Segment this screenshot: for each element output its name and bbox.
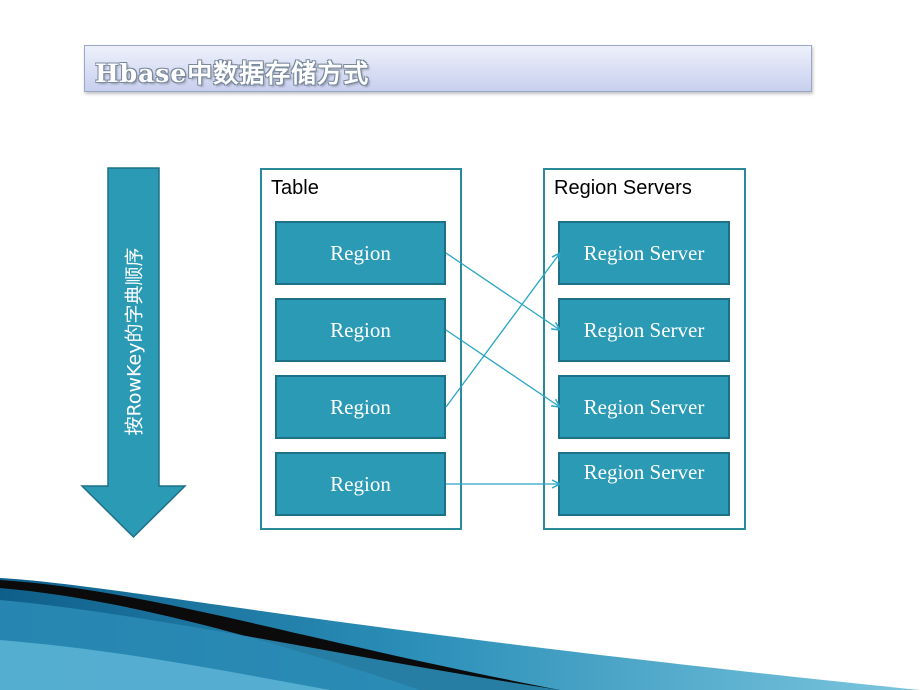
region-server-label: Region Server — [583, 460, 705, 484]
page-title: Hbase中数据存储方式 — [95, 59, 370, 88]
region-server-label: Region Server — [583, 240, 705, 265]
title-bar: Hbase中数据存储方式 — [84, 45, 812, 92]
connector-arrow — [445, 253, 560, 408]
region-box: Region — [275, 298, 446, 362]
table-label: Table — [271, 177, 319, 199]
region-label: Region — [330, 394, 391, 419]
connector-arrow — [445, 329, 560, 407]
region-server-box: Region Server — [558, 375, 730, 439]
region-server-box: Region Server — [558, 452, 730, 516]
region-box: Region — [275, 375, 446, 439]
region-server-label: Region Server — [583, 317, 705, 342]
region-box: Region — [275, 452, 446, 516]
connector-arrow — [445, 252, 560, 330]
region-servers-label: Region Servers — [554, 177, 692, 199]
region-server-label: Region Server — [583, 394, 705, 419]
region-server-box: Region Server — [558, 221, 730, 285]
region-label: Region — [330, 471, 391, 496]
region-label: Region — [330, 240, 391, 265]
region-server-box: Region Server — [558, 298, 730, 362]
region-box: Region — [275, 221, 446, 285]
region-label: Region — [330, 317, 391, 342]
